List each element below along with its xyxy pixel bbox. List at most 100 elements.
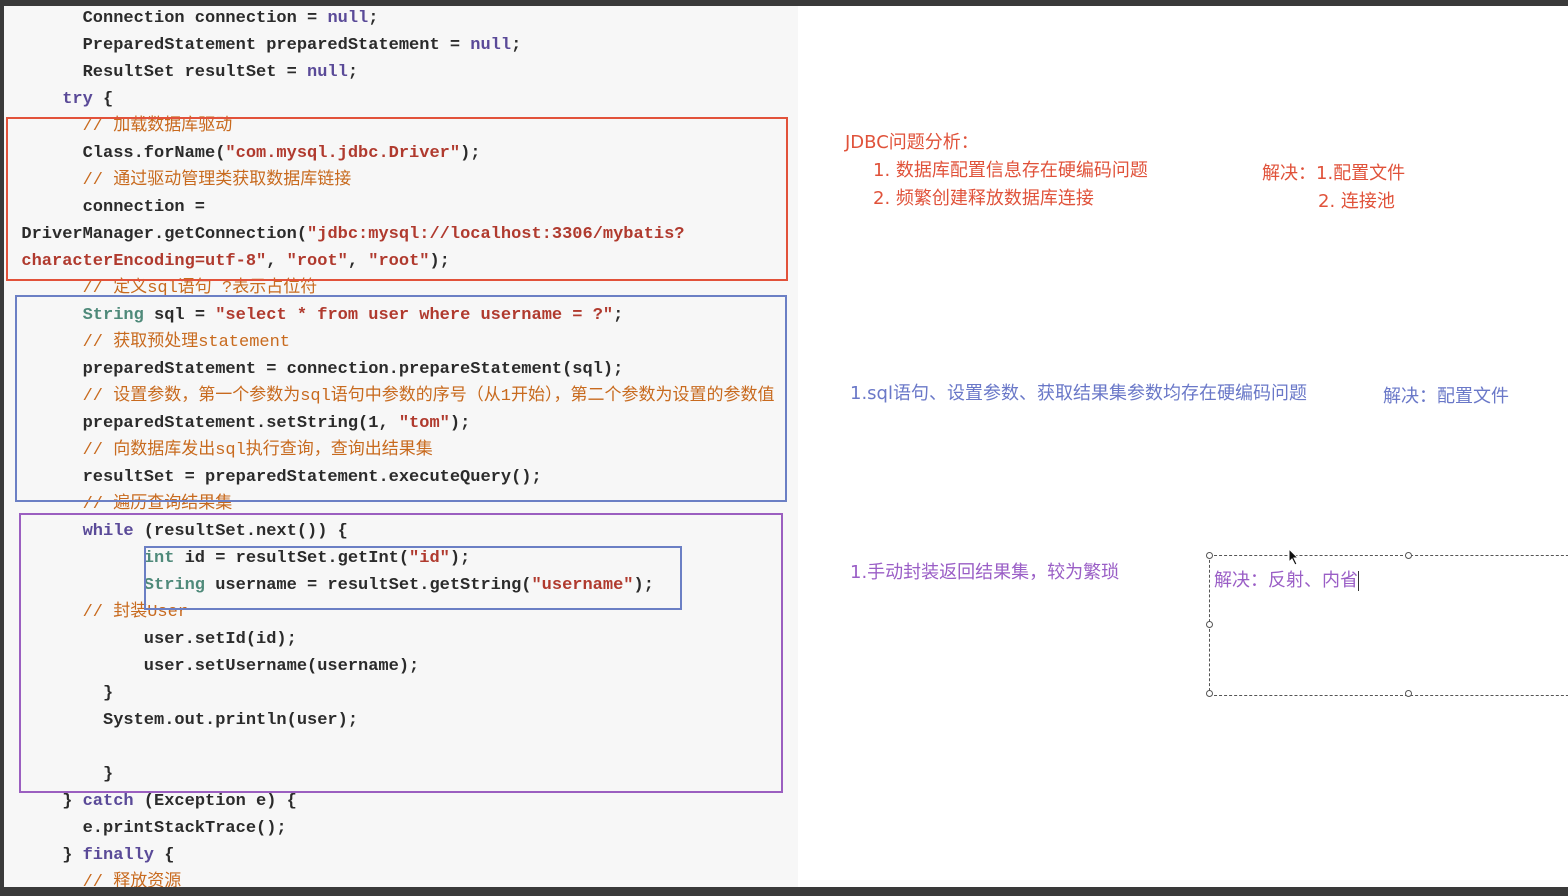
- code-line: Class.forName("com.mysql.jdbc.Driver");: [83, 144, 481, 164]
- code-line: DriverManager.getConnection("jdbc:mysql:…: [21, 225, 684, 245]
- issue-4: 1.手动封装返回结果集，较为繁琐: [850, 562, 1120, 583]
- resize-handle[interactable]: [1206, 621, 1213, 628]
- resize-handle[interactable]: [1206, 552, 1213, 559]
- code-comment: // 向数据库发出sql执行查询，查询出结果集: [82, 441, 433, 460]
- code-token: String: [143, 576, 206, 595]
- top-bar: [0, 0, 1568, 6]
- code-line: Connection connection = null;: [83, 9, 379, 29]
- code-token: String: [82, 306, 144, 325]
- code-line: String username = resultSet.getString("u…: [144, 576, 654, 596]
- code-token: ResultSet resultSet =: [82, 63, 308, 82]
- code-comment: // 加载数据库驱动: [82, 117, 233, 136]
- code-token: username = resultSet.getString(: [205, 576, 532, 595]
- code-token: );: [429, 252, 450, 271]
- text-box-selected[interactable]: 解决：反射、内省: [1206, 552, 1568, 697]
- solution-4: 解决：反射、内省: [1214, 570, 1358, 591]
- code-line: ResultSet resultSet = null;: [83, 63, 358, 83]
- resize-handle[interactable]: [1206, 690, 1213, 697]
- code-token: ,: [347, 252, 369, 271]
- code-token: {: [154, 846, 175, 865]
- code-line: }: [103, 765, 113, 785]
- highlight-box-getters: [144, 546, 682, 610]
- code-token: "tom": [398, 414, 450, 433]
- solution-3: 解决：配置文件: [1383, 386, 1509, 407]
- code-token: ;: [511, 36, 522, 55]
- bottom-bar: [0, 887, 1568, 896]
- issue-1: 1. 数据库配置信息存在硬编码问题: [873, 160, 1148, 181]
- code-comment: // 通过驱动管理类获取数据库链接: [82, 171, 352, 190]
- code-token: "jdbc:mysql://localhost:3306/mybatis?: [307, 225, 685, 244]
- code-line: characterEncoding=utf-8", "root", "root"…: [21, 252, 450, 272]
- code-token: null: [327, 9, 369, 28]
- code-line: preparedStatement.setString(1, "tom");: [83, 414, 471, 434]
- code-line: while (resultSet.next()) {: [83, 522, 348, 542]
- code-token: sql =: [143, 306, 216, 325]
- code-token: }: [103, 684, 114, 703]
- mouse-cursor-icon: [1288, 548, 1300, 566]
- code-token: ;: [347, 63, 359, 82]
- code-token: "username": [531, 576, 634, 595]
- code-comment: // 获取预处理statement: [82, 333, 291, 352]
- code-token: e.printStackTrace();: [82, 819, 287, 838]
- code-token: int: [143, 549, 175, 568]
- code-token: PreparedStatement preparedStatement =: [82, 36, 471, 55]
- code-token: "com.mysql.jdbc.Driver": [225, 144, 461, 163]
- code-token: null: [470, 36, 512, 55]
- issue-2: 2. 频繁创建释放数据库连接: [873, 188, 1094, 209]
- code-token: "root": [286, 252, 348, 271]
- code-token: (Exception e) {: [133, 792, 297, 811]
- code-token: preparedStatement = connection.prepareSt…: [82, 360, 624, 379]
- code-line: PreparedStatement preparedStatement = nu…: [83, 36, 522, 56]
- code-line: preparedStatement = connection.prepareSt…: [83, 360, 624, 380]
- highlight-box-connection: [6, 117, 788, 281]
- code-token: );: [633, 576, 654, 595]
- code-line: connection =: [83, 198, 205, 218]
- code-token: );: [449, 549, 471, 568]
- code-token: connection =: [82, 198, 206, 217]
- code-token: try: [62, 90, 93, 109]
- code-line: } finally {: [62, 846, 174, 866]
- code-token: "id": [409, 549, 450, 568]
- code-token: Connection connection =: [82, 9, 328, 28]
- code-line: int id = resultSet.getInt("id");: [144, 549, 470, 569]
- code-comment: // 定义sql语句 ?表示占位符: [82, 279, 318, 298]
- code-line: // 向数据库发出sql执行查询，查询出结果集: [83, 441, 433, 461]
- code-comment: // 封装User: [82, 603, 189, 622]
- resize-handle[interactable]: [1405, 552, 1412, 559]
- code-token: ,: [266, 252, 287, 271]
- code-token: while: [82, 522, 134, 541]
- code-comment: // 设置参数，第一个参数为sql语句中参数的序号（从1开始），第二个参数为设置…: [82, 387, 775, 406]
- code-line: System.out.println(user);: [103, 711, 358, 731]
- code-line: // 设置参数，第一个参数为sql语句中参数的序号（从1开始），第二个参数为设置…: [83, 387, 775, 407]
- solution-1b: 2. 连接池: [1318, 191, 1395, 212]
- code-token: id = resultSet.getInt(: [174, 549, 410, 568]
- code-panel: [4, 6, 798, 887]
- code-token: }: [62, 792, 83, 811]
- code-line: resultSet = preparedStatement.executeQue…: [83, 468, 542, 488]
- code-token: preparedStatement.setString(1,: [82, 414, 399, 433]
- issue-3: 1.sql语句、设置参数、获取结果集参数均存在硬编码问题: [850, 383, 1307, 404]
- code-line: // 封装User: [83, 603, 188, 623]
- code-line: // 加载数据库驱动: [83, 117, 233, 137]
- code-token: finally: [82, 846, 155, 865]
- code-token: DriverManager.getConnection(: [21, 225, 308, 244]
- solution-4-editing[interactable]: 解决：反射、内省: [1214, 566, 1359, 592]
- resize-handle[interactable]: [1405, 690, 1412, 697]
- code-line: // 遍历查询结果集: [83, 495, 233, 515]
- code-token: "root": [368, 252, 430, 271]
- highlight-box-sql: [15, 295, 787, 502]
- analysis-title: JDBC问题分析：: [845, 132, 979, 153]
- code-token: characterEncoding=utf-8": [21, 252, 267, 271]
- code-token: }: [62, 846, 83, 865]
- code-line: // 获取预处理statement: [83, 333, 290, 353]
- code-token: System.out.println(user);: [103, 711, 359, 730]
- code-line: // 定义sql语句 ?表示占位符: [83, 279, 318, 299]
- code-token: user.setId(id);: [143, 630, 297, 649]
- highlight-box-result: [19, 513, 783, 793]
- code-token: );: [449, 414, 471, 433]
- code-token: }: [103, 765, 114, 784]
- code-token: ;: [613, 306, 624, 325]
- code-token: ;: [368, 9, 379, 28]
- code-line: user.setId(id);: [144, 630, 297, 650]
- solution-1a: 解决：1.配置文件: [1262, 163, 1406, 184]
